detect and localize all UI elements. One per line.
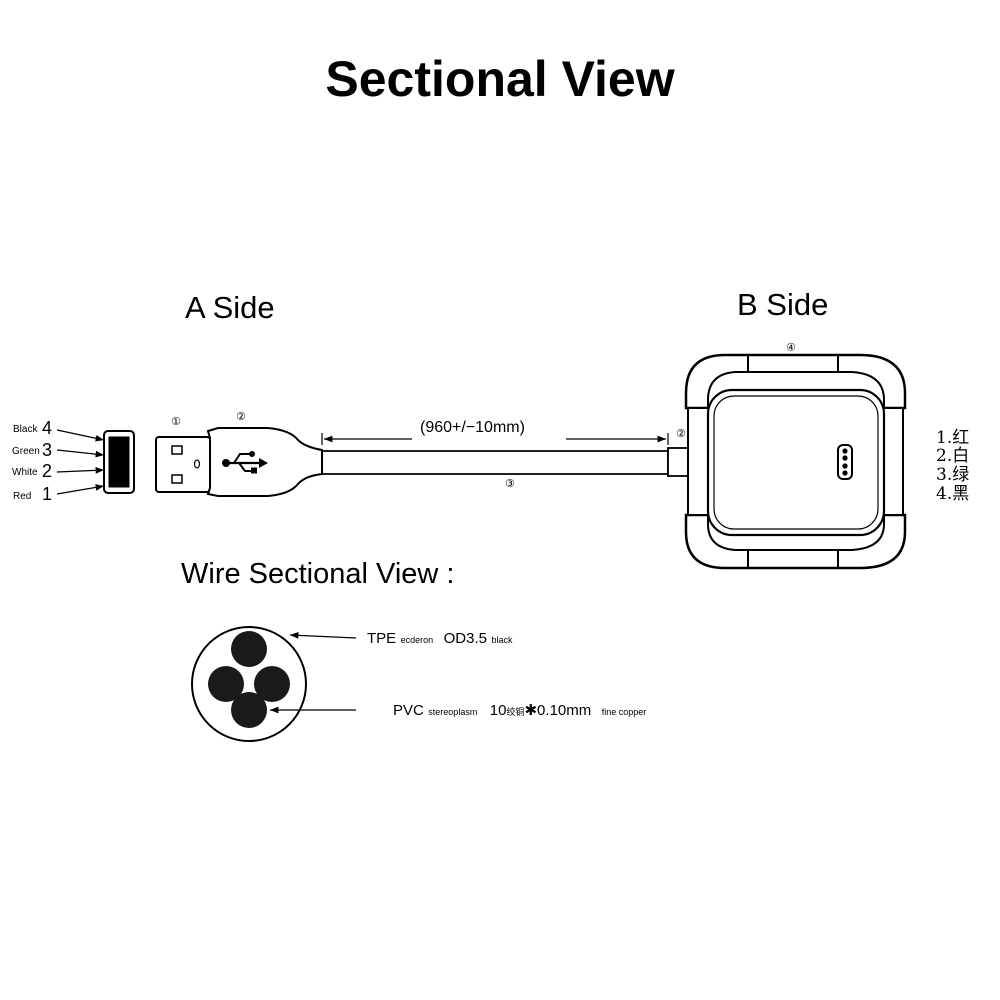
usb-plug-shell bbox=[155, 436, 211, 493]
wire-color-3: 3.绿 bbox=[936, 465, 970, 485]
part-marker-2-b: ② bbox=[676, 427, 686, 440]
inner-code: PVC bbox=[393, 702, 424, 719]
outer-size: OD3.5 bbox=[443, 630, 487, 647]
pin-arrows bbox=[56, 429, 105, 495]
section-leaders bbox=[270, 632, 357, 714]
small-hole bbox=[193, 459, 201, 469]
charging-cradle bbox=[684, 353, 907, 570]
inner-spec-count: 10 bbox=[489, 702, 507, 719]
dimension-line bbox=[321, 433, 669, 445]
wire-color-2: 2.白 bbox=[936, 446, 970, 466]
pin-arrow-4 bbox=[56, 429, 105, 442]
inner-spec-cn: 绞铜 bbox=[506, 707, 525, 717]
part-marker-3: ③ bbox=[505, 477, 515, 490]
pin-num-1: 1 bbox=[42, 484, 53, 504]
wire-cross-section bbox=[191, 626, 307, 742]
inner-desc: stereoplasm bbox=[428, 707, 478, 717]
part-marker-1: ① bbox=[171, 415, 181, 428]
pogo-pins bbox=[842, 448, 848, 476]
outer-desc: ecderon bbox=[400, 635, 434, 645]
pin-name-red: Red bbox=[13, 491, 32, 502]
outer-color: black bbox=[491, 635, 513, 645]
wire-section-title: Wire Sectional View : bbox=[181, 558, 455, 590]
part-marker-2: ② bbox=[236, 410, 246, 423]
pin-arrow-1 bbox=[56, 484, 105, 495]
outer-jacket-spec: TPE ecderon OD3.5 black bbox=[367, 630, 512, 648]
pin-num-3: 3 bbox=[42, 440, 53, 460]
usb-socket-end-view bbox=[103, 430, 135, 494]
pin-name-green: Green bbox=[12, 446, 40, 457]
outer-code: TPE bbox=[367, 630, 397, 647]
pin-arrow-2 bbox=[56, 467, 105, 474]
part-marker-4: ④ bbox=[786, 341, 796, 354]
a-side-label: A Side bbox=[185, 290, 275, 325]
usb-icon bbox=[222, 451, 268, 474]
page-title: Sectional View bbox=[325, 51, 675, 107]
inner-tail: fine copper bbox=[601, 707, 647, 717]
pin-name-black: Black bbox=[13, 424, 38, 435]
cable-length: (960+/−10mm) bbox=[420, 419, 525, 436]
pin-name-white: White bbox=[12, 467, 38, 478]
pin-arrow-3 bbox=[56, 449, 105, 458]
inner-spec-size: ✱0.10mm bbox=[524, 702, 592, 719]
pin-num-4: 4 bbox=[42, 418, 53, 438]
b-side-label: B Side bbox=[737, 287, 829, 322]
cable bbox=[322, 450, 669, 475]
pin-num-2: 2 bbox=[42, 461, 53, 481]
inner-core-spec: PVC stereoplasm 10绞铜✱0.10mm fine copper bbox=[393, 701, 646, 720]
wire-color-1: 1.红 bbox=[936, 428, 970, 448]
b-side-stem bbox=[667, 447, 689, 477]
wire-color-4: 4.黑 bbox=[936, 484, 970, 504]
